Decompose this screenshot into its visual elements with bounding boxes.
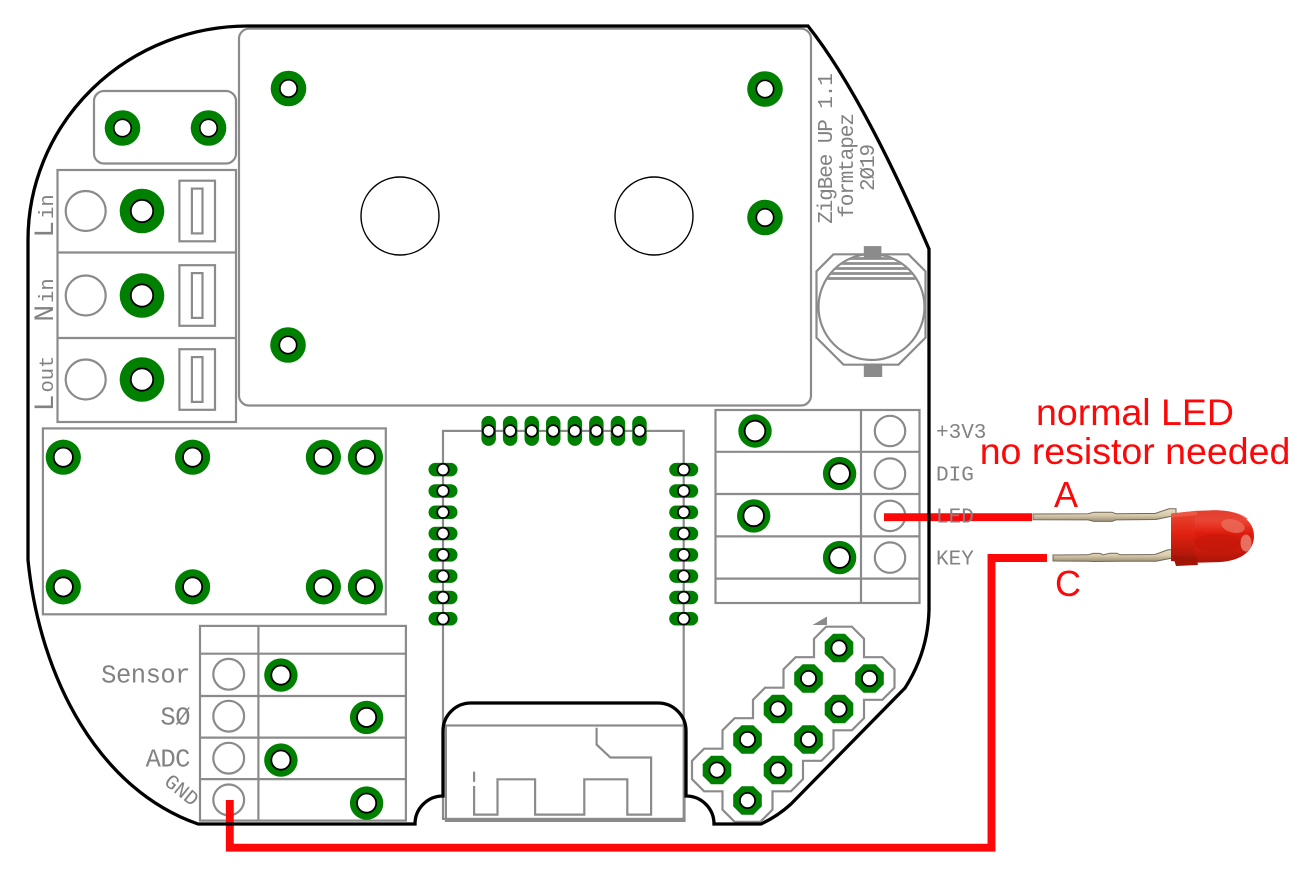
svg-text:Lin: Lin: [31, 194, 62, 237]
svg-text:Lout: Lout: [31, 356, 62, 412]
svg-text:+3V3: +3V3: [936, 422, 986, 445]
svg-text:A: A: [1054, 474, 1078, 515]
svg-text:DIG: DIG: [936, 464, 974, 487]
svg-text:SØ: SØ: [160, 704, 190, 733]
svg-text:KEY: KEY: [936, 548, 974, 571]
svg-text:Nin: Nin: [31, 278, 62, 321]
svg-text:LED: LED: [936, 507, 974, 530]
svg-text:formtapez: formtapez: [837, 114, 860, 218]
svg-text:normal LED: normal LED: [1036, 391, 1234, 433]
svg-text:ADC: ADC: [146, 746, 191, 775]
svg-text:ZigBee UP 1.1: ZigBee UP 1.1: [816, 74, 839, 224]
svg-text:2Ø19: 2Ø19: [858, 145, 881, 192]
svg-text:no resistor needed: no resistor needed: [980, 430, 1291, 472]
svg-text:C: C: [1055, 563, 1081, 604]
svg-text:Sensor: Sensor: [101, 662, 190, 691]
